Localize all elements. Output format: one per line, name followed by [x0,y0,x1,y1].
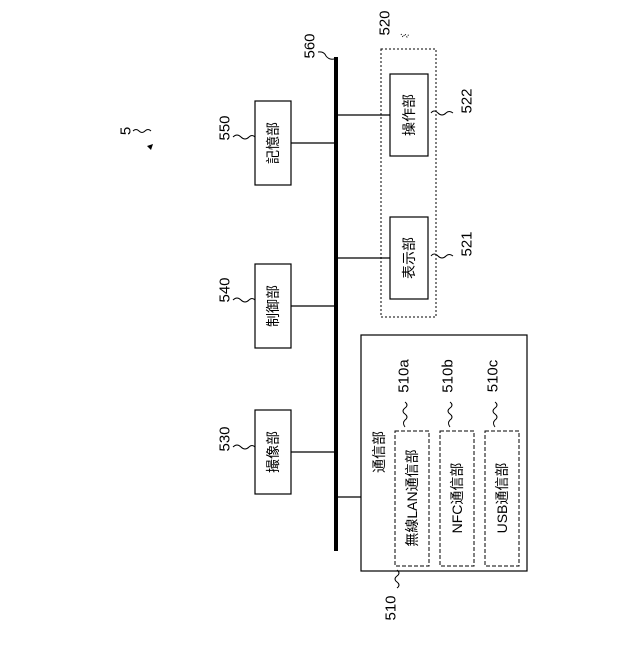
nfc-ref-label: 510b [440,359,457,392]
operation-ref-label: 522 [459,88,476,113]
control-ref-label: 540 [217,277,234,302]
usb-ref-label: 510c [485,359,502,392]
imaging-label: 撮像部 [265,431,281,473]
imaging-ref-leader [233,445,255,449]
bus-ref-label: 560 [302,33,319,58]
control-label: 制御部 [265,285,281,327]
storage-ref-label: 550 [217,115,234,140]
device-ref-leader [133,130,151,133]
device-ref-label: 5 [118,127,135,135]
comm-label: 通信部 [371,431,387,473]
display-ref-label: 521 [459,231,476,256]
bus-ref-leader [318,52,334,59]
wireless-lan-ref-label: 510a [396,359,413,393]
imaging-ref-label: 530 [217,426,234,451]
comm-ref-label: 510 [383,595,400,620]
comm-ref-leader [395,570,399,588]
display-ref-leader [431,254,453,258]
operation-label: 操作部 [401,94,417,136]
ui-group-ref-leader [401,34,409,37]
display-label: 表示部 [401,237,417,279]
storage-ref-leader [233,135,255,139]
storage-label: 記憶部 [265,122,281,164]
nfc-label: NFC通信部 [449,463,465,534]
control-ref-leader [233,298,255,302]
device-ref-arrowhead [147,144,153,150]
usb-label: USB通信部 [494,463,510,534]
operation-ref-leader [431,111,453,115]
wireless-lan-label: 無線LAN通信部 [404,449,420,546]
ui-group-ref-label: 520 [377,10,394,35]
